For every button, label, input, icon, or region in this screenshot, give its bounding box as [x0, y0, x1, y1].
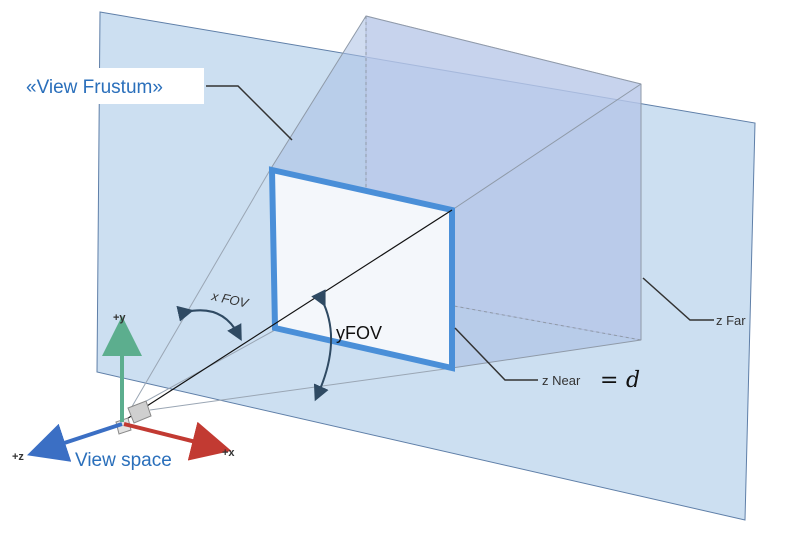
view-direction-line	[121, 209, 453, 423]
z-near-value: d	[626, 368, 640, 393]
x-axis-label: +x	[222, 447, 235, 459]
z-far-callout-line	[642, 277, 714, 321]
x-axis-arrow	[123, 421, 232, 461]
frustum-right-face	[452, 84, 641, 368]
frustum-title-bg	[18, 68, 204, 104]
y-fov-label: yFOV	[336, 323, 382, 343]
z-axis-arrow	[27, 422, 123, 462]
z-near-callout-line	[454, 327, 538, 381]
z-near-label: z Near	[542, 373, 581, 388]
y-fov-arc-icon	[311, 289, 333, 402]
z-axis-label: +z	[12, 451, 24, 463]
x-fov-arc-icon	[176, 305, 242, 342]
frustum-callout-line	[206, 85, 293, 141]
frustum-top-face	[270, 16, 641, 210]
z-near-equals: =	[600, 368, 618, 393]
camera-icon	[115, 400, 152, 435]
y-axis-label: +y	[113, 312, 126, 324]
z-far-label: z Far	[716, 313, 746, 328]
view-space-label: View space	[75, 450, 172, 471]
frustum-title: «View Frustum»	[26, 77, 163, 98]
